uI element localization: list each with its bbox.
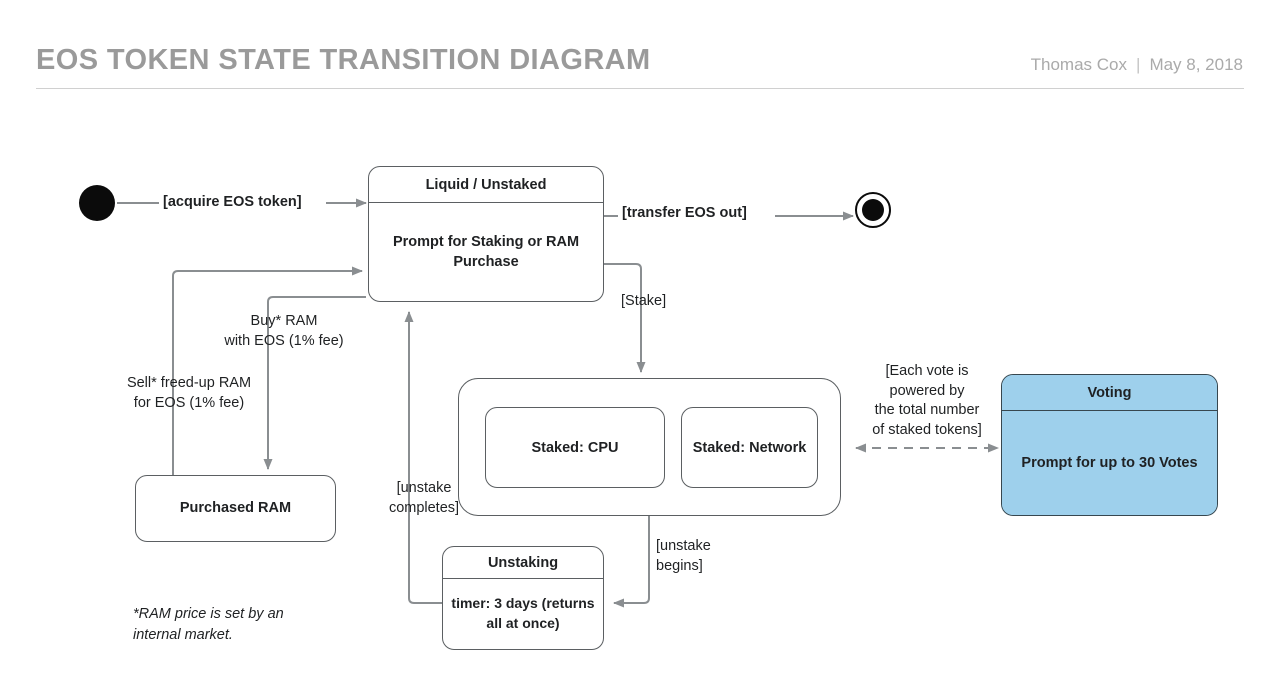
state-voting-title: Voting <box>1002 375 1217 412</box>
byline-date: May 8, 2018 <box>1149 55 1243 74</box>
state-unstaking[interactable]: Unstaking timer: 3 days (returns all at … <box>442 546 604 650</box>
edge-label-buy-ram: Buy* RAM with EOS (1% fee) <box>224 313 344 349</box>
state-purchased-ram-label: Purchased RAM <box>179 500 292 517</box>
edge-label-sell-ram: Sell* freed-up RAM for EOS (1% fee) <box>126 375 252 411</box>
edge-label-each-vote: [Each vote is powered by the total numbe… <box>872 363 982 438</box>
edge-label-stake: [Stake] <box>621 293 667 309</box>
state-staked-cpu[interactable]: Staked: CPU <box>485 407 665 488</box>
state-unstaking-body: timer: 3 days (returns all at once) <box>451 595 595 632</box>
state-unstaking-title: Unstaking <box>443 547 603 580</box>
edge-label-acquire: [acquire EOS token] <box>163 194 302 210</box>
edge-label-transfer-out: [transfer EOS out] <box>622 205 747 221</box>
edge-label-unstake-completes: [unstake completes] <box>388 480 460 516</box>
state-liquid-body: Prompt for Staking or RAM Purchase <box>392 233 580 271</box>
edge-unstake-begins <box>613 516 650 608</box>
state-staked-region[interactable]: Staked: CPU Staked: Network <box>458 378 841 516</box>
state-staked-network[interactable]: Staked: Network <box>681 407 818 488</box>
state-liquid-title: Liquid / Unstaked <box>369 167 603 204</box>
page-title: EOS TOKEN STATE TRANSITION DIAGRAM <box>36 44 651 76</box>
edge-buy-ram <box>263 296 366 470</box>
byline-separator: | <box>1136 55 1141 74</box>
final-state-node <box>855 192 891 228</box>
page-header: EOS TOKEN STATE TRANSITION DIAGRAM Thoma… <box>0 0 1280 96</box>
header-divider <box>36 88 1244 89</box>
final-state-inner <box>862 199 884 221</box>
edge-stake <box>604 263 646 373</box>
edge-unstake-completes <box>404 311 442 604</box>
byline-author: Thomas Cox <box>1030 55 1128 74</box>
initial-state-node <box>79 185 115 221</box>
edge-label-unstake-begins: [unstake begins] <box>656 538 711 574</box>
edge-sell-ram <box>172 266 363 475</box>
state-voting[interactable]: Voting Prompt for up to 30 Votes <box>1001 374 1218 516</box>
footnote-ram-price: *RAM price is set by an internal market. <box>133 606 284 644</box>
state-voting-body: Prompt for up to 30 Votes <box>1002 411 1217 515</box>
state-purchased-ram[interactable]: Purchased RAM <box>135 475 336 542</box>
state-liquid-unstaked[interactable]: Liquid / Unstaked Prompt for Staking or … <box>368 166 604 302</box>
byline: Thomas Cox | May 8, 2018 <box>1031 55 1243 75</box>
